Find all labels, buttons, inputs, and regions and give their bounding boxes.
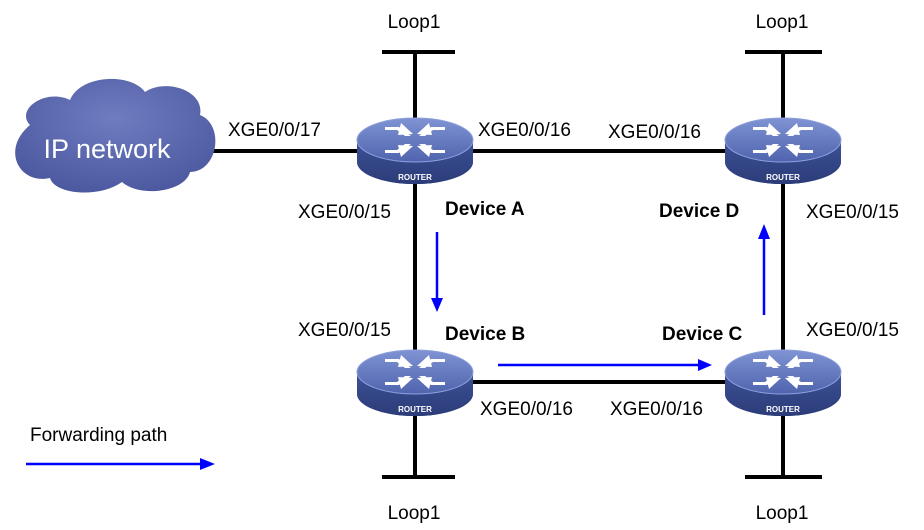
device-c-loop-label: Loop1 xyxy=(756,503,809,524)
router-label: ROUTER xyxy=(398,173,432,182)
interface-c-xge16: XGE0/0/16 xyxy=(610,399,703,420)
interface-b-xge16: XGE0/0/16 xyxy=(480,399,573,420)
ip-network-label: IP network xyxy=(43,134,171,164)
router-label: ROUTER xyxy=(398,405,432,414)
device-c-name: Device C xyxy=(662,324,743,345)
legend: Forwarding path xyxy=(26,425,215,470)
router-label: ROUTER xyxy=(766,405,800,414)
forwarding-path-a-to-b xyxy=(431,232,443,312)
device-d-loop-label: Loop1 xyxy=(756,12,809,33)
device-a-name: Device A xyxy=(445,199,525,220)
interface-a-xge16: XGE0/0/16 xyxy=(478,120,571,141)
device-d-router-icon: ROUTER xyxy=(724,117,842,185)
legend-arrowhead xyxy=(200,458,215,470)
interface-b-xge15: XGE0/0/15 xyxy=(298,320,391,341)
router-label: ROUTER xyxy=(766,173,800,182)
interface-d-xge16: XGE0/0/16 xyxy=(608,122,701,143)
device-a-loop-label: Loop1 xyxy=(388,12,441,33)
interface-a-xge15: XGE0/0/15 xyxy=(298,202,391,223)
device-a-router-icon: ROUTER xyxy=(356,117,474,185)
loopback-device-d xyxy=(745,50,822,130)
device-b-router-icon: ROUTER xyxy=(356,349,474,417)
device-d-name: Device D xyxy=(659,201,739,222)
forwarding-path-c-to-d xyxy=(758,224,770,315)
device-b-name: Device B xyxy=(445,324,525,345)
device-b-loop-label: Loop1 xyxy=(388,503,441,524)
loopback-device-a xyxy=(382,50,455,130)
interface-c-xge15: XGE0/0/15 xyxy=(806,320,899,341)
legend-label: Forwarding path xyxy=(30,425,167,446)
device-c-router-icon: ROUTER xyxy=(724,349,842,417)
forwarding-path-b-to-c xyxy=(498,359,712,371)
interface-a-xge17: XGE0/0/17 xyxy=(228,120,321,141)
ip-network-cloud: IP network xyxy=(15,78,216,193)
interface-d-xge15: XGE0/0/15 xyxy=(806,202,899,223)
